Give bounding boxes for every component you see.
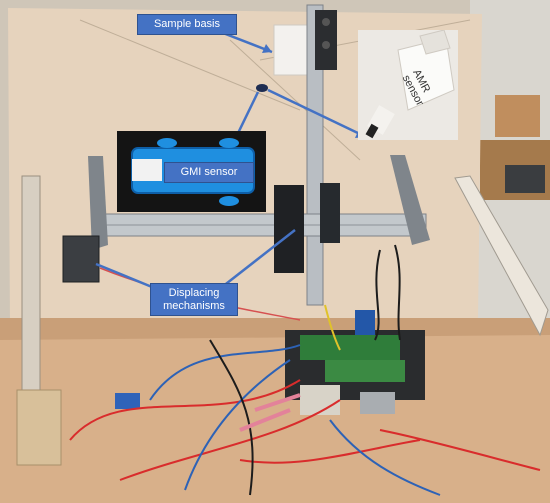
displacing-arrow-left xyxy=(95,262,153,289)
wire-black xyxy=(209,339,254,496)
displacing-arrow-right xyxy=(221,229,296,288)
wire-red xyxy=(119,399,341,481)
wheel xyxy=(322,18,330,26)
wire-pink-probe xyxy=(254,393,301,412)
left-wooden-post xyxy=(21,175,41,405)
wire-yellow xyxy=(324,304,341,351)
displacing-mechanisms-label: Displacing mechanisms xyxy=(150,283,238,317)
protoboard xyxy=(325,360,405,382)
wire-red xyxy=(379,429,541,471)
sample-basis-arrowhead xyxy=(262,44,272,53)
wire-black xyxy=(394,244,401,341)
wire-blue xyxy=(329,419,441,496)
sample-basis-label: Sample basis xyxy=(137,14,237,35)
small-blue-module xyxy=(115,393,140,409)
board-scribble xyxy=(79,19,301,111)
vertical-rail-carriage xyxy=(315,10,337,70)
wire-black xyxy=(374,249,381,341)
box-right xyxy=(495,95,540,137)
pcb-green xyxy=(300,335,400,360)
sample-basis-plate xyxy=(273,24,311,76)
wheel xyxy=(322,41,330,49)
module-blue xyxy=(355,310,375,335)
amr-sensor-inset: AMR sensor xyxy=(358,30,458,140)
amr-sensor-arrow xyxy=(267,88,363,137)
wire-red xyxy=(239,439,421,464)
wire-red xyxy=(69,379,301,441)
table-surface xyxy=(0,318,550,503)
monitor-right xyxy=(505,165,545,193)
right-motor xyxy=(320,183,340,243)
board-scribble xyxy=(229,39,361,161)
wire-pink-probe xyxy=(239,408,291,432)
gmi-sensor-label: GMI sensor xyxy=(164,162,254,183)
right-diagonal-support xyxy=(454,175,549,337)
amr-sensor-image xyxy=(358,30,458,140)
gmi-sensor-marker xyxy=(256,84,268,92)
right-bracket xyxy=(390,155,430,245)
left-wooden-block xyxy=(16,389,62,466)
left-bracket xyxy=(88,156,108,250)
module-metal xyxy=(360,392,395,414)
center-stepper-block xyxy=(274,185,304,273)
wire-blue xyxy=(149,344,301,401)
wire-blue xyxy=(184,359,291,491)
left-stepper-motor xyxy=(62,235,100,283)
power-block xyxy=(300,385,340,415)
